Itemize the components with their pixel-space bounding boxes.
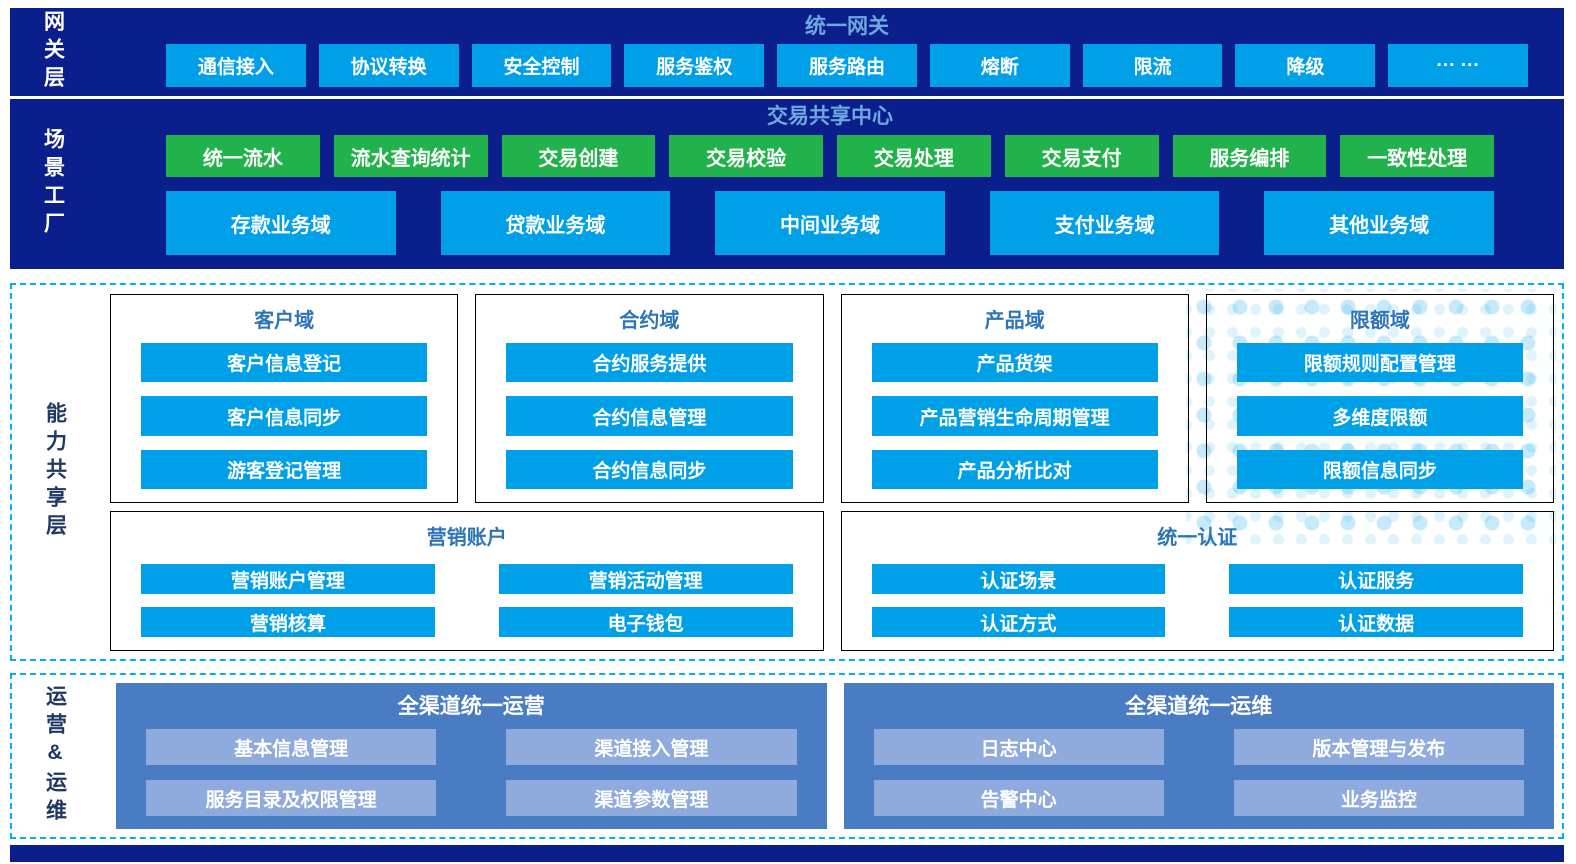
business-domains-row: 存款业务域 贷款业务域 中间业务域 支付业务域 其他业务域	[166, 191, 1494, 256]
transaction-center-title: 交易共享中心	[767, 105, 893, 128]
gateway-layer: 网关层 统一网关 通信接入 协议转换 安全控制 服务鉴权 服务路由 熔断 限流 …	[10, 8, 1564, 96]
domain-loan: 贷款业务域	[440, 191, 671, 256]
item-log-center: 日志中心	[873, 729, 1164, 765]
domain-intermediate: 中间业务域	[715, 191, 945, 256]
item-trade-process: 交易处理	[837, 135, 991, 178]
item-alert-center: 告警中心	[873, 780, 1164, 816]
group-customer-domain-items: 客户信息登记 客户信息同步 游客登记管理	[141, 343, 428, 490]
ops-layer-label: 运营&运维	[43, 685, 67, 827]
item-customer-info-register: 客户信息登记	[141, 343, 428, 383]
gateway-item-circuit-break: 熔断	[929, 44, 1070, 87]
bottom-bar	[10, 845, 1564, 862]
group-customer-domain: 客户域 客户信息登记 客户信息同步 游客登记管理	[110, 294, 459, 504]
gateway-layer-label: 网关层	[41, 10, 65, 94]
item-contract-service-provide: 合约服务提供	[506, 343, 793, 383]
gateway-item-rate-limit: 限流	[1082, 44, 1223, 87]
item-auth-data: 认证数据	[1229, 607, 1523, 637]
scenario-content: 交易共享中心 统一流水 流水查询统计 交易创建 交易校验 交易处理 交易支付 服…	[96, 99, 1564, 269]
item-product-marketing-lifecycle: 产品营销生命周期管理	[871, 396, 1158, 436]
omni-channel-operations-title: 全渠道统一运营	[397, 695, 545, 718]
item-limit-info-sync: 限额信息同步	[1236, 449, 1523, 490]
gateway-item-comm-access: 通信接入	[166, 44, 306, 87]
domain-deposit: 存款业务域	[166, 191, 396, 256]
item-marketing-activity-manage: 营销活动管理	[498, 564, 793, 595]
domain-other: 其他业务域	[1264, 191, 1494, 256]
item-contract-info-sync: 合约信息同步	[506, 449, 793, 490]
item-consistency-handling: 一致性处理	[1340, 135, 1494, 178]
capability-layer-label-column: 能力共享层	[12, 285, 98, 659]
item-trade-create: 交易创建	[501, 135, 656, 178]
scenario-layer-label: 场景工厂	[41, 128, 65, 240]
group-unified-auth-items: 认证场景 认证服务 认证方式 认证数据	[871, 564, 1523, 637]
gateway-layer-label-column: 网关层	[10, 8, 96, 96]
item-business-monitor: 业务监控	[1233, 780, 1524, 816]
group-marketing-account: 营销账户 营销账户管理 营销活动管理 营销核算 电子钱包	[110, 511, 824, 651]
gateway-item-ellipsis: ··· ···	[1388, 44, 1529, 87]
transaction-services-row: 统一流水 流水查询统计 交易创建 交易校验 交易处理 交易支付 服务编排 一致性…	[166, 135, 1494, 178]
item-auth-method: 认证方式	[871, 607, 1166, 637]
group-customer-domain-title: 客户域	[254, 310, 315, 332]
item-trade-verify: 交易校验	[669, 135, 823, 178]
domain-payment: 支付业务域	[989, 191, 1220, 256]
item-channel-param-manage: 渠道参数管理	[506, 780, 797, 816]
ops-content: 全渠道统一运营 基本信息管理 渠道接入管理 服务目录及权限管理 渠道参数管理 全…	[98, 675, 1562, 837]
group-marketing-account-title: 营销账户	[426, 527, 507, 550]
item-marketing-accounting: 营销核算	[141, 607, 435, 637]
scenario-layer-label-column: 场景工厂	[10, 99, 96, 269]
capability-row-1: 客户域 客户信息登记 客户信息同步 游客登记管理 合约域 合约服务提供 合约信息…	[110, 294, 1554, 504]
group-contract-domain: 合约域 合约服务提供 合约信息管理 合约信息同步	[475, 294, 824, 504]
item-basic-info-manage: 基本信息管理	[146, 729, 437, 765]
scenario-factory-layer: 场景工厂 交易共享中心 统一流水 流水查询统计 交易创建 交易校验 交易处理 交…	[10, 99, 1564, 269]
gateway-item-security-control: 安全控制	[471, 44, 612, 87]
group-limit-domain: 限额域 限额规则配置管理 多维度限额 限额信息同步	[1205, 294, 1554, 504]
item-ewallet: 电子钱包	[498, 607, 793, 637]
item-flow-query-stats: 流水查询统计	[333, 135, 488, 178]
item-guest-register-manage: 游客登记管理	[141, 449, 428, 490]
capability-layer-label: 能力共享层	[43, 402, 67, 542]
item-auth-service: 认证服务	[1229, 564, 1523, 595]
operations-maintenance-layer: 运营&运维 全渠道统一运营 基本信息管理 渠道接入管理 服务目录及权限管理 渠道…	[10, 673, 1564, 839]
item-service-orchestration: 服务编排	[1172, 135, 1327, 178]
omni-channel-operations-items: 基本信息管理 渠道接入管理 服务目录及权限管理 渠道参数管理	[146, 729, 797, 816]
group-limit-domain-title: 限额域	[1349, 310, 1410, 332]
item-limit-rule-config: 限额规则配置管理	[1236, 343, 1523, 383]
item-trade-pay: 交易支付	[1004, 135, 1159, 178]
item-product-shelf: 产品货架	[871, 343, 1158, 383]
capability-sharing-layer: 能力共享层 客户域 客户信息登记 客户信息同步 游客登记管理 合约域 合约服务提…	[10, 283, 1564, 661]
omni-channel-maintenance-title: 全渠道统一运维	[1125, 695, 1273, 718]
item-marketing-account-manage: 营销账户管理	[141, 564, 435, 595]
group-contract-domain-items: 合约服务提供 合约信息管理 合约信息同步	[506, 343, 793, 490]
omni-channel-maintenance-box: 全渠道统一运维 日志中心 版本管理与发布 告警中心 业务监控	[843, 683, 1554, 829]
item-channel-access-manage: 渠道接入管理	[506, 729, 797, 765]
gateway-title: 统一网关	[805, 15, 889, 38]
item-customer-info-sync: 客户信息同步	[141, 396, 428, 436]
item-multi-dim-limit: 多维度限额	[1236, 396, 1523, 436]
group-product-domain: 产品域 产品货架 产品营销生命周期管理 产品分析比对	[840, 294, 1189, 504]
capability-content: 客户域 客户信息登记 客户信息同步 游客登记管理 合约域 合约服务提供 合约信息…	[98, 285, 1562, 659]
item-unified-flow: 统一流水	[166, 135, 320, 178]
gateway-item-protocol-convert: 协议转换	[318, 44, 459, 87]
gateway-items-row: 通信接入 协议转换 安全控制 服务鉴权 服务路由 熔断 限流 降级 ··· ··…	[166, 44, 1529, 87]
capability-row-2: 营销账户 营销账户管理 营销活动管理 营销核算 电子钱包 统一认证 认证场景 认…	[110, 511, 1554, 651]
omni-channel-operations-box: 全渠道统一运营 基本信息管理 渠道接入管理 服务目录及权限管理 渠道参数管理	[116, 683, 827, 829]
gateway-item-service-auth: 服务鉴权	[624, 44, 765, 87]
omni-channel-maintenance-items: 日志中心 版本管理与发布 告警中心 业务监控	[873, 729, 1524, 816]
group-contract-domain-title: 合约域	[619, 310, 680, 332]
item-version-manage-release: 版本管理与发布	[1233, 729, 1524, 765]
item-auth-scene: 认证场景	[871, 564, 1166, 595]
group-limit-domain-items: 限额规则配置管理 多维度限额 限额信息同步	[1236, 343, 1523, 490]
group-product-domain-title: 产品域	[984, 310, 1045, 332]
item-contract-info-manage: 合约信息管理	[506, 396, 793, 436]
gateway-content: 统一网关 通信接入 协议转换 安全控制 服务鉴权 服务路由 熔断 限流 降级 ·…	[96, 8, 1564, 96]
group-unified-auth: 统一认证 认证场景 认证服务 认证方式 认证数据	[840, 511, 1554, 651]
group-marketing-account-items: 营销账户管理 营销活动管理 营销核算 电子钱包	[141, 564, 793, 637]
group-product-domain-items: 产品货架 产品营销生命周期管理 产品分析比对	[871, 343, 1158, 490]
item-service-catalog-permission: 服务目录及权限管理	[146, 780, 437, 816]
group-unified-auth-title: 统一认证	[1157, 527, 1238, 550]
ops-layer-label-column: 运营&运维	[12, 675, 98, 837]
item-product-analysis-compare: 产品分析比对	[871, 449, 1158, 490]
gateway-item-service-routing: 服务路由	[777, 44, 917, 87]
gateway-item-degrade: 降级	[1235, 44, 1376, 87]
